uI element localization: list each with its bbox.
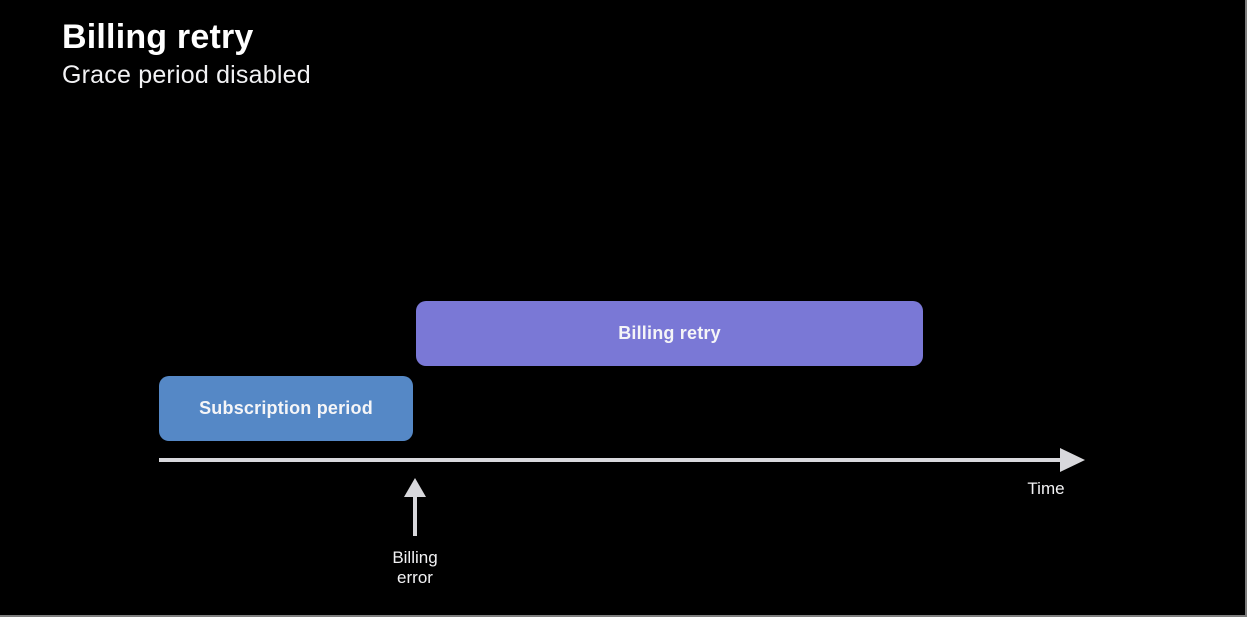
subscription-period-box: Subscription period <box>159 376 413 441</box>
page-title: Billing retry <box>62 18 254 56</box>
billing-retry-period-label: Billing retry <box>618 323 721 343</box>
billing-error-arrowhead-icon <box>404 478 426 497</box>
time-axis-line <box>159 458 1062 462</box>
billing-error-arrow-shaft <box>413 494 417 536</box>
time-axis-label: Time <box>1027 479 1065 498</box>
page-subtitle: Grace period disabled <box>62 61 311 90</box>
title-block: Billing retry Grace period disabled <box>62 18 311 90</box>
billing-retry-period-box: Billing retry <box>416 301 923 366</box>
subscription-period-label: Subscription period <box>199 398 373 418</box>
time-axis-arrowhead-icon <box>1060 448 1085 472</box>
billing-error-label: Billing error <box>392 548 438 588</box>
